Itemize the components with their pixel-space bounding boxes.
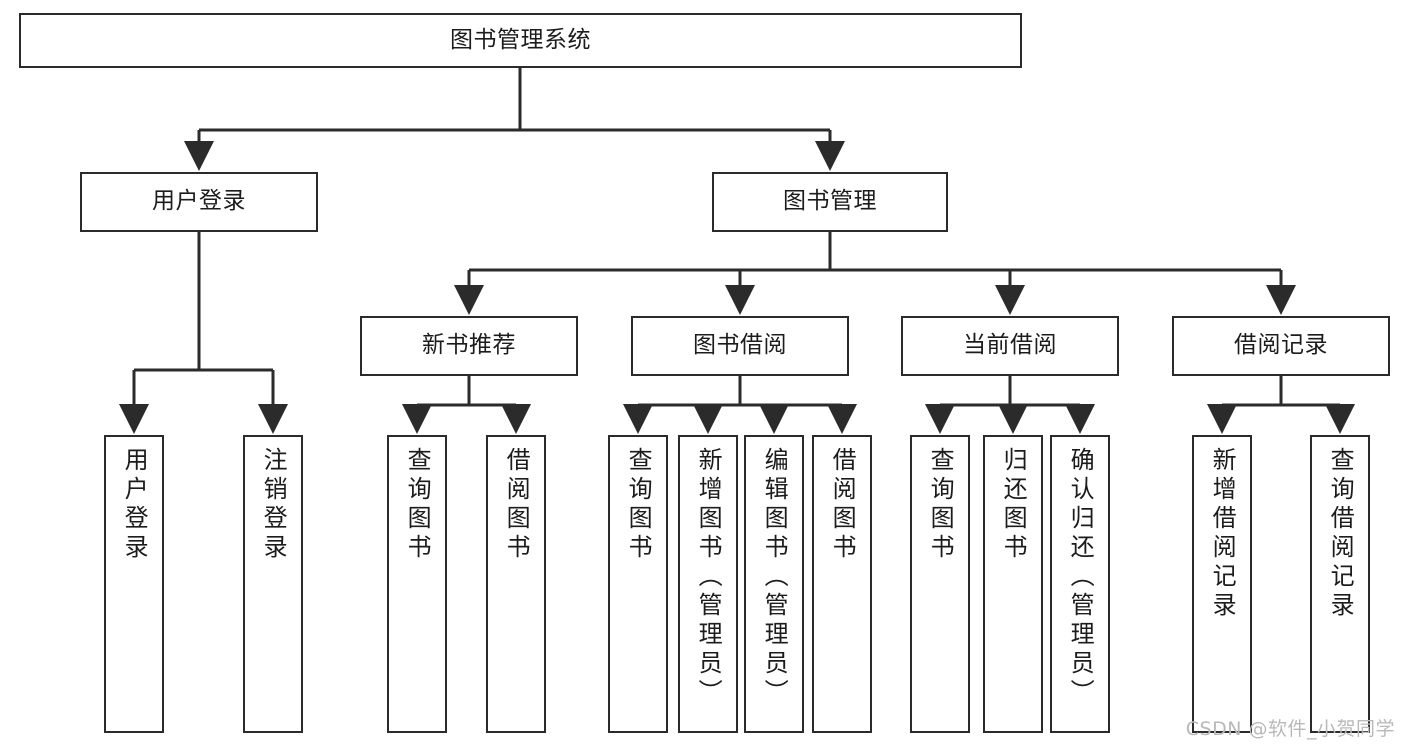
- node-leaf-user-login[interactable]: 用户登录: [104, 435, 164, 733]
- node-leaf-query-book-3-label: 查询图书: [926, 447, 955, 563]
- node-borrow-record[interactable]: 借阅记录: [1172, 316, 1390, 376]
- node-leaf-query-book-2-label: 查询图书: [624, 447, 653, 563]
- node-new-book-recommend-label: 新书推荐: [422, 332, 516, 359]
- node-leaf-borrow-book-2[interactable]: 借阅图书: [812, 435, 872, 733]
- node-book-borrow[interactable]: 图书借阅: [631, 316, 849, 376]
- node-leaf-borrow-book-1-label: 借阅图书: [502, 447, 531, 563]
- node-new-book-recommend[interactable]: 新书推荐: [360, 316, 578, 376]
- node-leaf-add-book-admin[interactable]: 新增图书（管理员）: [678, 435, 738, 733]
- node-leaf-query-book-3[interactable]: 查询图书: [910, 435, 970, 733]
- node-current-borrow-label: 当前借阅: [963, 332, 1057, 359]
- node-current-borrow[interactable]: 当前借阅: [901, 316, 1119, 376]
- node-leaf-add-borrow-record[interactable]: 新增借阅记录: [1192, 435, 1252, 733]
- node-leaf-query-borrow-record[interactable]: 查询借阅记录: [1310, 435, 1370, 733]
- node-book-manage-label: 图书管理: [783, 188, 877, 215]
- node-leaf-query-book-1-label: 查询图书: [403, 447, 432, 563]
- node-leaf-add-borrow-record-label: 新增借阅记录: [1208, 447, 1237, 621]
- node-leaf-query-book-1[interactable]: 查询图书: [387, 435, 447, 733]
- node-user-login[interactable]: 用户登录: [80, 172, 318, 232]
- node-leaf-confirm-return-admin[interactable]: 确认归还（管理员）: [1050, 435, 1110, 733]
- node-leaf-add-book-admin-label: 新增图书（管理员）: [694, 447, 723, 708]
- node-root-label: 图书管理系统: [450, 26, 591, 53]
- node-root[interactable]: 图书管理系统: [19, 13, 1022, 68]
- node-leaf-return-book[interactable]: 归还图书: [983, 435, 1043, 733]
- node-book-borrow-label: 图书借阅: [693, 332, 787, 359]
- node-leaf-query-book-2[interactable]: 查询图书: [608, 435, 668, 733]
- node-book-manage[interactable]: 图书管理: [712, 172, 948, 232]
- node-leaf-confirm-return-admin-label: 确认归还（管理员）: [1066, 447, 1095, 708]
- node-leaf-edit-book-admin[interactable]: 编辑图书（管理员）: [744, 435, 804, 733]
- node-user-login-label: 用户登录: [152, 188, 246, 215]
- node-leaf-query-borrow-record-label: 查询借阅记录: [1326, 447, 1355, 621]
- node-leaf-return-book-label: 归还图书: [999, 447, 1028, 563]
- node-leaf-user-logout[interactable]: 注销登录: [243, 435, 303, 733]
- node-leaf-user-login-label: 用户登录: [120, 447, 149, 563]
- node-leaf-borrow-book-2-label: 借阅图书: [828, 447, 857, 563]
- node-leaf-borrow-book-1[interactable]: 借阅图书: [486, 435, 546, 733]
- node-borrow-record-label: 借阅记录: [1234, 332, 1328, 359]
- node-leaf-edit-book-admin-label: 编辑图书（管理员）: [760, 447, 789, 708]
- node-leaf-user-logout-label: 注销登录: [259, 447, 288, 563]
